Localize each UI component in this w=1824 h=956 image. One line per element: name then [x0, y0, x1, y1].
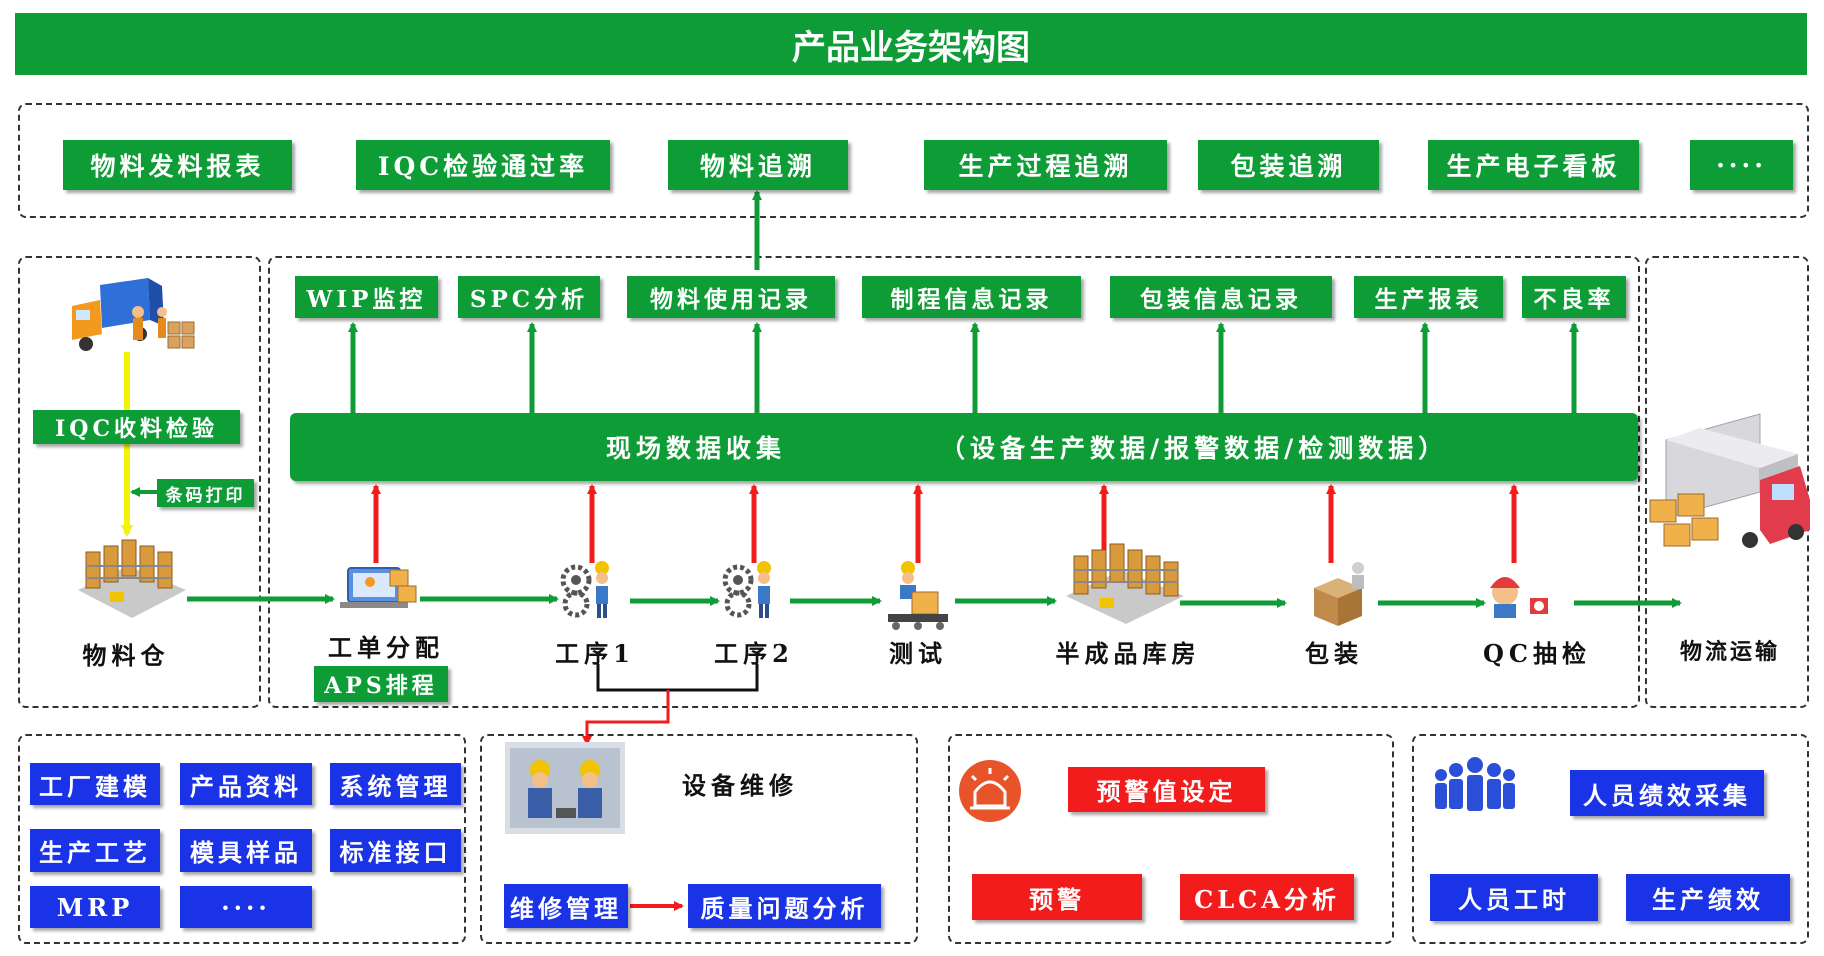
truck-icon [72, 278, 195, 351]
qc-inspector-icon [1490, 577, 1548, 618]
module-factory-modeling: 工厂建模 [30, 763, 160, 805]
people-work-hours: 人员工时 [1430, 874, 1598, 921]
module-more: ···· [180, 886, 312, 928]
warehouse-panel [18, 256, 261, 708]
alert-threshold-setting: 预警值设定 [1068, 767, 1265, 812]
module-system-mgmt: 系统管理 [330, 763, 461, 805]
report-more: ···· [1690, 140, 1793, 190]
step-process1-label: 工序1 [555, 639, 635, 668]
people-group-icon [1435, 757, 1515, 811]
maintenance-workers-image [505, 742, 625, 834]
people-performance-collect: 人员绩效采集 [1570, 770, 1764, 816]
alert-panel [948, 734, 1394, 944]
delivery-truck-icon [1649, 413, 1810, 548]
report-process-trace: 生产过程追溯 [924, 140, 1167, 190]
material-warehouse-label: 物料仓 [82, 641, 170, 670]
maintenance-panel [480, 734, 918, 944]
step-qc-label: QC抽检 [1482, 639, 1592, 668]
step-semi-finished-label: 半成品库房 [1055, 639, 1201, 668]
work-order-icon [340, 567, 417, 608]
report-kanban: 生产电子看板 [1428, 140, 1639, 190]
report-iqc-pass-rate: IQC检验通过率 [356, 140, 610, 190]
report-packing-trace: 包装追溯 [1198, 140, 1379, 190]
logistics-label: 物流运输 [1679, 639, 1781, 665]
barcode-print: 条码打印 [157, 479, 254, 507]
packing-icon [1314, 562, 1364, 626]
iqc-receiving: IQC收料检验 [33, 410, 240, 444]
maintenance-title: 设备维修 [682, 771, 798, 800]
report-material-trace: 物料追溯 [668, 140, 848, 190]
step-packing-label: 包装 [1305, 639, 1363, 668]
base-modules-panel [18, 734, 466, 944]
analytics-material-usage: 物料使用记录 [627, 276, 835, 318]
analytics-production-report: 生产报表 [1354, 276, 1503, 318]
people-panel [1412, 734, 1809, 944]
module-mrp: MRP [30, 886, 160, 928]
module-product-data: 产品资料 [180, 763, 312, 805]
logistics-panel [1645, 256, 1809, 708]
aps-scheduling: APS排程 [314, 666, 448, 702]
semi-finished-warehouse-icon [1066, 543, 1184, 624]
test-icon [888, 561, 948, 630]
step-process2-label: 工序2 [714, 639, 794, 668]
reports-panel [18, 103, 1809, 218]
production-panel [268, 256, 1640, 708]
report-material-issue: 物料发料报表 [63, 140, 292, 190]
step-work-order-label: 工单分配 [328, 633, 444, 662]
collection-label: 现场数据收集 [606, 434, 787, 463]
analytics-packing-info: 包装信息记录 [1110, 276, 1332, 318]
page-title: 产品业务架构图 [15, 13, 1807, 75]
quality-issue-analysis: 质量问题分析 [688, 884, 881, 928]
alert-warning: 预警 [972, 874, 1142, 920]
collection-detail: （设备生产数据/报警数据/检测数据） [940, 434, 1449, 463]
process1-icon [560, 561, 609, 618]
clca-analysis: CLCA分析 [1180, 874, 1354, 920]
module-standard-interface: 标准接口 [330, 829, 461, 872]
module-process-craft: 生产工艺 [30, 829, 160, 872]
alarm-icon [959, 760, 1021, 822]
step-test-label: 测试 [889, 639, 947, 668]
analytics-spc: SPC分析 [458, 276, 600, 318]
data-collection-bar: 现场数据收集 （设备生产数据/报警数据/检测数据） [290, 413, 1638, 481]
production-performance: 生产绩效 [1626, 874, 1790, 921]
analytics-defect-rate: 不良率 [1522, 276, 1626, 318]
maintenance-management: 维修管理 [504, 884, 628, 928]
warehouse-shelf-icon [78, 539, 186, 618]
module-mold-samples: 模具样品 [180, 829, 312, 872]
analytics-wip: WIP监控 [295, 276, 438, 318]
process2-icon [722, 561, 771, 618]
analytics-process-info: 制程信息记录 [862, 276, 1081, 318]
